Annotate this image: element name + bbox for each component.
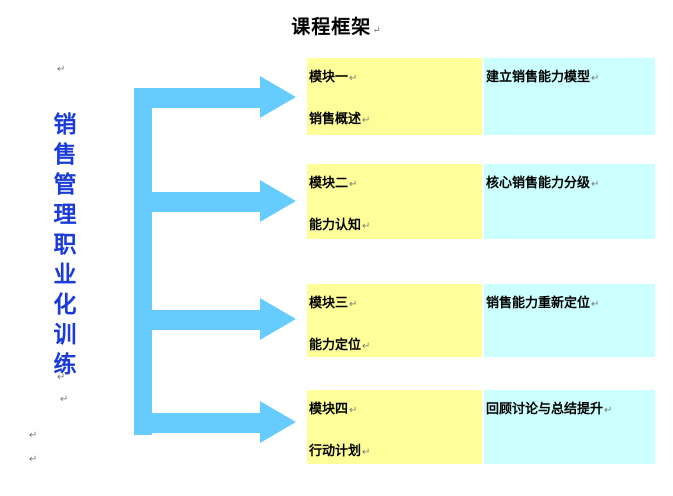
vertical-char: 理	[53, 202, 77, 228]
vertical-char: 销	[53, 112, 77, 138]
module-box-4: 模块四↵ 行动计划↵	[307, 390, 482, 464]
page-title: 课程框架↵	[291, 16, 382, 38]
paragraph-mark: ↵	[29, 454, 38, 465]
paragraph-mark: ↵	[29, 430, 38, 441]
arrow-4	[134, 401, 296, 443]
arrow-1	[134, 76, 296, 118]
module-description: 销售能力重新定位	[486, 296, 591, 311]
vertical-char: 化	[53, 292, 77, 318]
vertical-char: 业	[53, 262, 77, 288]
description-box-2: 核心销售能力分级↵	[484, 164, 655, 239]
module-description: 建立销售能力模型	[486, 70, 591, 85]
module-box-2: 模块二↵ 能力认知↵	[307, 164, 482, 239]
bracket-spine	[134, 88, 152, 435]
module-name: 模块二	[309, 176, 349, 191]
module-subtitle: 销售概述	[309, 112, 362, 127]
module-subtitle: 能力定位	[309, 338, 362, 353]
vertical-char: 售	[53, 142, 77, 168]
description-box-3: 销售能力重新定位↵	[484, 284, 655, 357]
arrow-2	[134, 180, 296, 222]
module-description: 回顾讨论与总结提升	[486, 402, 604, 417]
module-box-1: 模块一↵ 销售概述↵	[307, 58, 482, 135]
arrow-3	[134, 298, 296, 340]
paragraph-mark: ↵	[57, 64, 66, 75]
vertical-course-title: 销 售 管 理 职 业 化 训 练	[47, 110, 83, 380]
description-box-1: 建立销售能力模型↵	[484, 58, 655, 135]
vertical-char: 训	[53, 322, 77, 348]
module-name: 模块四	[309, 402, 349, 417]
module-subtitle: 能力认知	[309, 218, 362, 233]
module-name: 模块三	[309, 296, 349, 311]
module-subtitle: 行动计划	[309, 444, 362, 459]
module-description: 核心销售能力分级	[486, 176, 591, 191]
vertical-char: 职	[53, 232, 77, 258]
paragraph-mark: ↵	[60, 394, 69, 405]
paragraph-mark: ↵	[57, 372, 66, 383]
description-box-4: 回顾讨论与总结提升↵	[484, 390, 655, 464]
module-name: 模块一	[309, 70, 349, 85]
module-box-3: 模块三↵ 能力定位↵	[307, 284, 482, 357]
vertical-char: 练	[53, 352, 77, 378]
vertical-char: 管	[53, 172, 77, 198]
